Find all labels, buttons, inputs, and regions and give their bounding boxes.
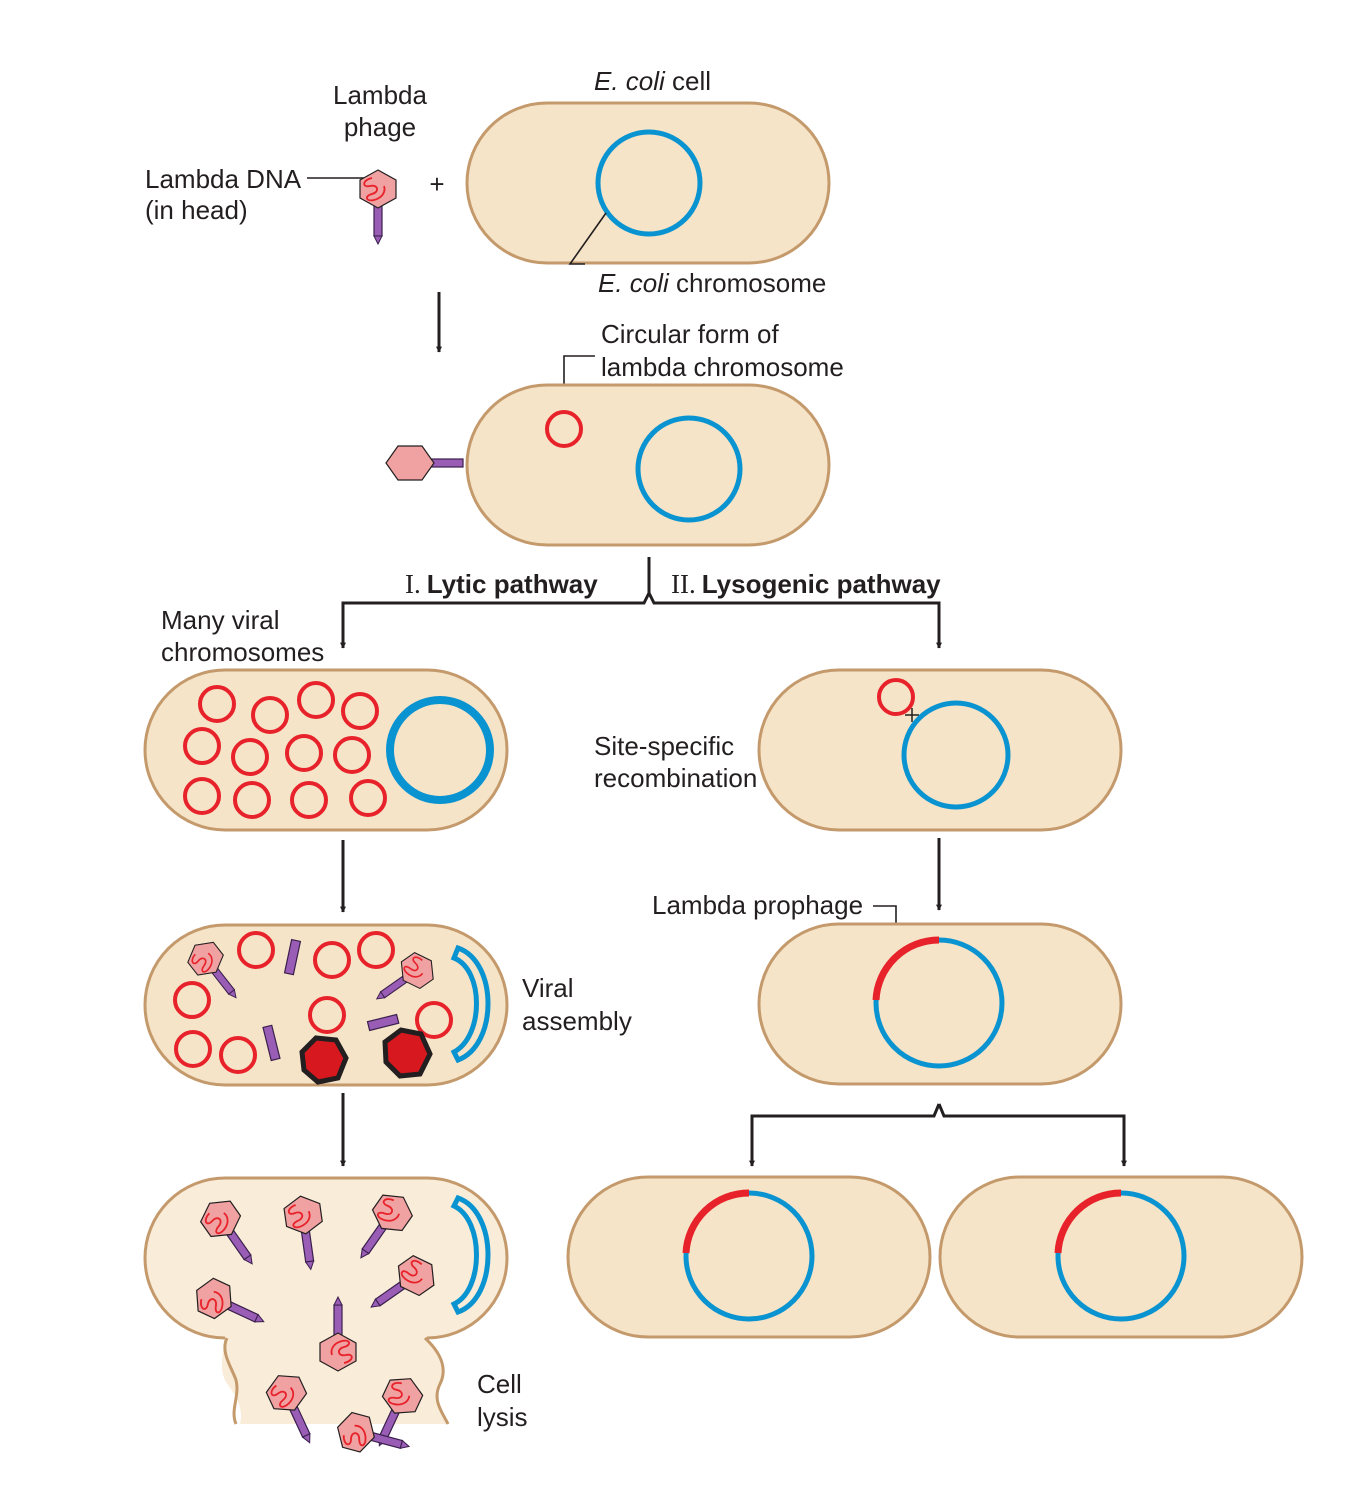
lambda-dna-label-1: Lambda DNA	[145, 164, 302, 194]
plus-sign: +	[429, 169, 444, 199]
ecoli-chromosome-lysogenic	[901, 700, 1011, 810]
ecoli-cell-label: E. coli cell	[594, 66, 711, 96]
degraded-ecoli-chromosome-lysis	[450, 1194, 491, 1316]
phage-tail-part	[366, 1013, 400, 1032]
viral-chromosomes-group	[183, 681, 387, 819]
ecoli-chromosome-label: E. coli chromosome	[598, 268, 826, 298]
many-viral-label-1: Many viral	[161, 605, 279, 635]
arrow-lytic	[340, 592, 651, 649]
lambda-prophage-label: Lambda prophage	[652, 890, 863, 920]
lambda-dna-label-2: (in head)	[145, 195, 248, 225]
ecoli-cell-infected	[465, 383, 831, 547]
arrow-division-right	[937, 1103, 1127, 1167]
arrow-division-left	[749, 1103, 941, 1167]
lambda-phage-label-1: Lambda	[333, 80, 427, 110]
assembly-chromosomes-group	[173, 931, 453, 1074]
lysogenic-cell-recombination	[757, 668, 1123, 832]
lysogenic-pathway-label: II.Lysogenic pathway	[671, 569, 941, 599]
cell-lysis-label-1: Cell	[477, 1369, 522, 1399]
lambda-phage-label-2: phage	[344, 112, 416, 142]
site-specific-label-1: Site-specific	[594, 731, 734, 761]
ecoli-chromosome-2	[635, 415, 743, 523]
recombination-site-marker	[905, 708, 919, 722]
lysogen-cell	[757, 922, 1123, 1086]
lysed-membrane-left	[223, 1337, 239, 1425]
daughter-prophage-left	[682, 1189, 750, 1254]
ecoli-cell-1	[465, 101, 831, 265]
injecting-phage-icon	[385, 445, 464, 481]
viral-assembly-label-2: assembly	[522, 1006, 632, 1036]
circular-form-label-1: Circular form of	[601, 319, 779, 349]
phage-head-part	[382, 1027, 433, 1079]
circular-form-label-2: lambda chromosome	[601, 352, 844, 382]
viral-assembly-label-1: Viral	[522, 973, 574, 1003]
arrow-lysogenic	[647, 557, 942, 649]
lysed-cell-membrane	[143, 1176, 509, 1340]
ecoli-chromosome-1	[595, 129, 703, 237]
daughter-cell-right	[938, 1175, 1304, 1339]
ecoli-chromosome-leader	[568, 212, 607, 265]
degraded-ecoli-chromosome	[450, 944, 491, 1064]
integrated-prophage	[872, 936, 940, 1001]
ecoli-chromosome-lytic	[386, 696, 494, 804]
lysed-membrane-right	[423, 1336, 450, 1425]
cell-lysis-label-2: lysis	[477, 1402, 528, 1432]
phage-head-part	[299, 1035, 349, 1085]
lambda-chromosome-recombining	[877, 678, 915, 716]
site-specific-label-2: recombination	[594, 763, 757, 793]
daughter-prophage-right	[1054, 1189, 1122, 1254]
lytic-pathway-label: I.Lytic pathway	[405, 569, 598, 599]
lambda-phage-icon	[359, 169, 397, 245]
phage-tail-part	[262, 1024, 281, 1062]
phage-tail-part	[283, 938, 302, 976]
lambda-circular-chromosome	[545, 410, 583, 448]
many-viral-label-2: chromosomes	[161, 637, 324, 667]
daughter-cell-left	[566, 1175, 932, 1339]
